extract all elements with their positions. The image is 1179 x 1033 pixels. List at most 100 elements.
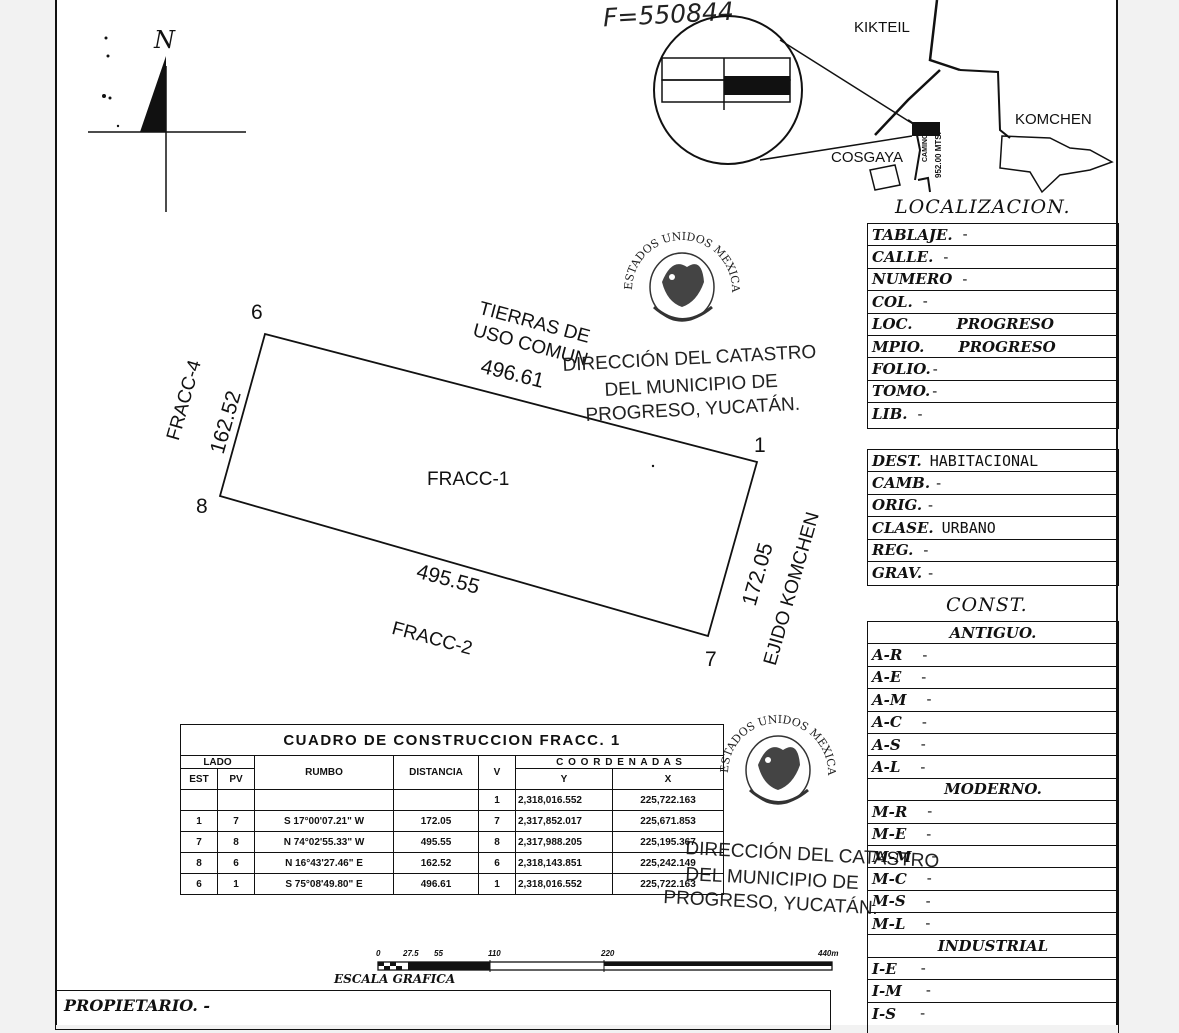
- field-value: URBANO: [941, 518, 996, 537]
- list-item: M-E -: [868, 824, 1118, 846]
- cell-y: 2,318,016.552: [515, 873, 613, 895]
- moderno-heading: MODERNO.: [868, 779, 1118, 802]
- industrial-heading: INDUSTRIAL: [868, 935, 1118, 958]
- list-item: NUMERO-: [868, 269, 1118, 292]
- field-label: M-M: [872, 847, 912, 866]
- field-value: -: [931, 848, 937, 866]
- scale-tick-0: 0: [376, 949, 381, 958]
- cell-y: 2,317,852.017: [515, 810, 613, 832]
- cell-est: 7: [180, 831, 218, 853]
- scale-tick-2: 55: [434, 949, 443, 958]
- field-value: -: [926, 691, 932, 709]
- field-value: -: [921, 668, 927, 686]
- field-label: TABLAJE.: [872, 225, 953, 244]
- field-label: A-S: [872, 735, 901, 754]
- cell-est: 1: [180, 810, 218, 832]
- field-value: -: [962, 270, 968, 288]
- list-item: I-S-: [868, 1003, 1118, 1025]
- field-value: -: [926, 825, 932, 843]
- scale-tick-3: 110: [488, 949, 501, 958]
- header-lado: LADO: [180, 755, 255, 769]
- field-label: CALLE.: [872, 248, 934, 267]
- official-seal-icon: ESTADOS UNIDOS MEXICANOS: [612, 212, 742, 322]
- list-item: A-S -: [868, 734, 1118, 757]
- table-row: 6 1 S 75°08'49.80" E 496.61 1 2,318,016.…: [180, 873, 724, 895]
- list-item: M-S-: [868, 891, 1118, 914]
- field-label: FOLIO.: [872, 360, 931, 379]
- field-label: M-C: [872, 869, 907, 888]
- cell-pv: 8: [217, 831, 255, 853]
- list-item: M-L-: [868, 913, 1118, 936]
- scale-tick-5: 440m: [818, 949, 839, 958]
- field-value: -: [943, 248, 949, 266]
- field-label: A-L: [872, 758, 901, 777]
- cell-y: 2,318,016.552: [515, 789, 613, 811]
- map-label-kikteil: KIKTEIL: [854, 19, 910, 36]
- destino-box: DEST.HABITACIONAL CAMB.- ORIG.- CLASE.UR…: [867, 449, 1119, 586]
- field-label: ORIG.: [872, 496, 923, 515]
- localizacion-box: TABLAJE.- CALLE.- NUMERO- COL.- LOC.PROG…: [867, 223, 1119, 429]
- field-value: -: [926, 870, 932, 888]
- field-label: M-E: [872, 825, 907, 844]
- field-value: -: [936, 474, 942, 492]
- header-pv: PV: [217, 768, 255, 790]
- field-label: M-R: [872, 802, 908, 821]
- list-item: A-E-: [868, 667, 1118, 690]
- cell-est: 8: [180, 852, 218, 874]
- cell-distancia: 495.55: [393, 831, 479, 853]
- field-value: -: [928, 496, 934, 514]
- field-label: A-C: [872, 713, 902, 732]
- field-label: LIB.: [872, 405, 908, 424]
- vertex-label-7: 7: [705, 648, 717, 671]
- cell-v: 8: [478, 831, 516, 853]
- field-label: M-L: [872, 914, 906, 933]
- field-value: -: [920, 736, 926, 754]
- field-label: M-S: [872, 892, 906, 911]
- list-item: A-M -: [868, 689, 1118, 712]
- header-y: Y: [515, 768, 613, 790]
- cell-rumbo: N 74°02'55.33" W: [254, 831, 394, 853]
- field-label: CAMB.: [872, 474, 931, 493]
- field-value: -: [922, 293, 928, 311]
- list-item: M-M -: [868, 846, 1118, 869]
- field-value: -: [932, 360, 938, 378]
- field-label: GRAV.: [872, 564, 923, 583]
- north-arrow-icon: [88, 36, 246, 212]
- field-value: -: [923, 541, 929, 559]
- cell-v: 1: [478, 873, 516, 895]
- table-row: 1 7 S 17°00'07.21" W 172.05 7 2,317,852.…: [180, 810, 724, 832]
- list-item: LOC.PROGRESO: [868, 314, 1118, 336]
- cell-pv: [217, 789, 255, 811]
- scale-tick-4: 220: [601, 949, 615, 958]
- list-item: A-L -: [868, 756, 1118, 779]
- cell-v: 1: [478, 789, 516, 811]
- cell-distancia: 162.52: [393, 852, 479, 874]
- cell-pv: 6: [217, 852, 255, 874]
- field-label: I-S: [872, 1004, 897, 1023]
- vertex-label-8: 8: [196, 495, 208, 518]
- cell-rumbo: S 17°00'07.21" W: [254, 810, 394, 832]
- field-label: REG.: [872, 541, 914, 560]
- map-label-komchen: KOMCHEN: [1015, 111, 1092, 128]
- header-x: X: [612, 768, 724, 790]
- plot-center-label: FRACC-1: [427, 469, 510, 490]
- field-label: A-M: [872, 690, 907, 709]
- list-item: LIB.-: [868, 403, 1118, 425]
- header-coordenadas: C O O R D E N A D A S: [515, 755, 724, 769]
- list-item: TABLAJE.-: [868, 224, 1118, 247]
- north-label: N: [154, 26, 175, 54]
- list-item: CALLE.-: [868, 246, 1118, 269]
- cell-est: [180, 789, 218, 811]
- field-value: -: [917, 405, 923, 423]
- cell-distancia: 496.61: [393, 873, 479, 895]
- field-value: -: [921, 713, 927, 731]
- field-value: -: [962, 226, 968, 244]
- list-item: CAMB.-: [868, 472, 1118, 495]
- const-title: CONST.: [946, 594, 1028, 616]
- list-item: A-C -: [868, 712, 1118, 734]
- list-item: REG.-: [868, 540, 1118, 562]
- field-value: PROGRESO: [956, 315, 1054, 334]
- table-row: 8 6 N 16°43'27.46" E 162.52 6 2,318,143.…: [180, 852, 724, 874]
- list-item: CLASE.URBANO: [868, 517, 1118, 540]
- field-value: -: [920, 758, 926, 776]
